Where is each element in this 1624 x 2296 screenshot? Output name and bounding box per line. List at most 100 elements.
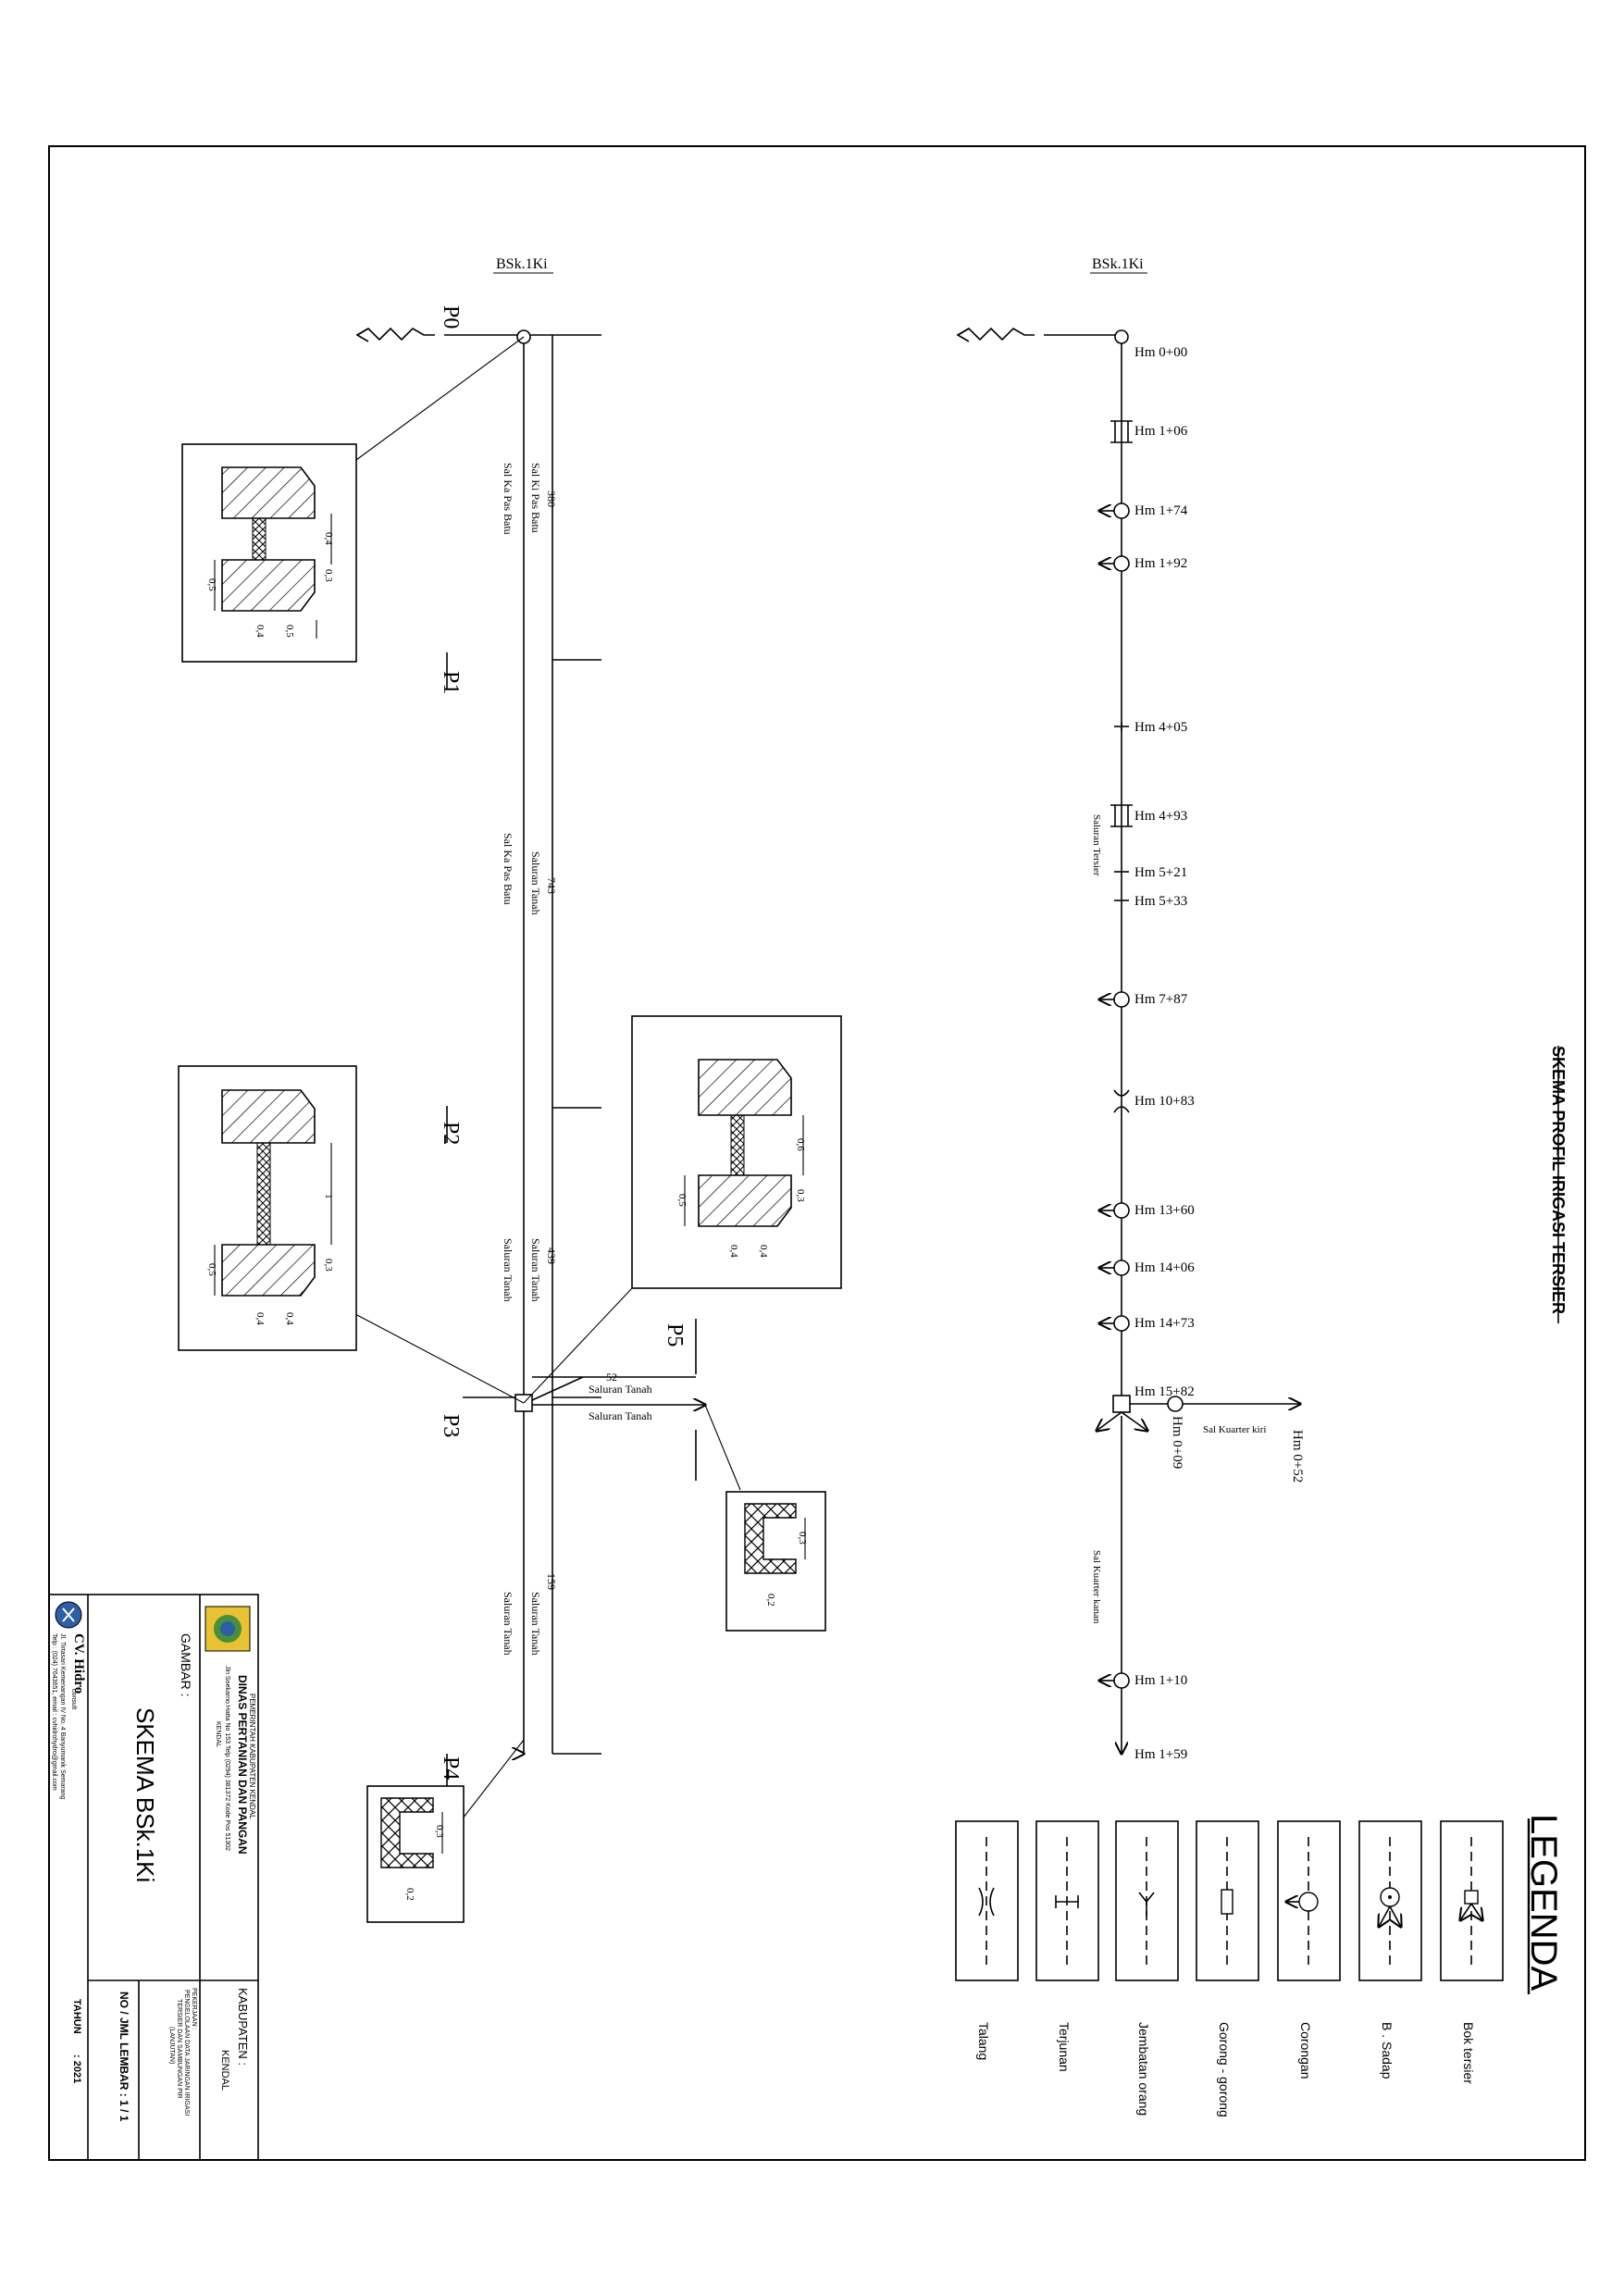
channel-label-tersier: Saluran Tersier xyxy=(1091,814,1102,876)
section-2-dim-e: 0,4 xyxy=(254,1312,266,1325)
branch-label-top: Saluran Tanah xyxy=(589,1383,652,1396)
right-scheme-top-label: BSk.1Ki xyxy=(1092,256,1144,272)
branch-label-bottom: Saluran Tanah xyxy=(589,1409,652,1422)
branch-station-hm-0-52: Hm 0+52 xyxy=(1290,1430,1305,1483)
gov-line-4: KENDAL xyxy=(215,1721,221,1747)
station-hm-1-10: Hm 1+10 xyxy=(1134,1673,1187,1688)
company-address-2: Telp : (024) 7643651, email : cvhidrohyd… xyxy=(51,1633,57,1791)
cross-section-2: 1 0,3 0,5 0,4 0,4 xyxy=(178,1065,357,1351)
station-hm-13-60: Hm 13+60 xyxy=(1134,1203,1195,1218)
section-1-dim-b: 0,3 xyxy=(323,569,334,582)
station-hm-4-93: Hm 4+93 xyxy=(1134,809,1187,824)
station-hm-15-82: Hm 15+82 xyxy=(1134,1384,1195,1399)
cross-section-3: 0,6 0,3 0,5 0,4 0,4 xyxy=(631,1015,842,1289)
tahun-label: TAHUN xyxy=(71,1999,82,2034)
legend-item-jembatan-orang: Jembatan orang xyxy=(1136,2022,1151,2116)
channel-label-kuarter-kiri: Sal Kuarter kiri xyxy=(1203,1424,1266,1435)
point-label-p2: P2 xyxy=(439,1122,463,1145)
right-scheme: BSk.1Ki xyxy=(956,256,1305,1762)
sheet-border xyxy=(48,145,1586,2161)
cross-section-4: 0,3 0,2 xyxy=(725,1491,826,1632)
segment-1-name-left: Sal Ka Pas Batu xyxy=(502,463,514,535)
left-scheme: BSk.1Ki P0 P1 P2 P3 P4 P5 380 Sal Ki P xyxy=(178,256,842,1923)
station-hm-14-06: Hm 14+06 xyxy=(1134,1260,1195,1275)
cross-section-5: 0,3 0,2 xyxy=(366,1785,465,1923)
station-hm-1-74: Hm 1+74 xyxy=(1134,503,1188,518)
company-name: CV. Hidro xyxy=(71,1633,86,1694)
section-3-dim-a: 0,6 xyxy=(795,1138,806,1151)
section-2-dim-d: 0,4 xyxy=(284,1312,295,1325)
company-sub: consult xyxy=(70,1689,77,1709)
legend-title: LEGENDA xyxy=(1523,1814,1564,1991)
branch-length: 52 xyxy=(606,1371,617,1384)
station-hm-14-73: Hm 14+73 xyxy=(1134,1316,1195,1331)
segment-1-name-right: Sal Ki Pas Batu xyxy=(529,463,542,533)
kabupaten-logo xyxy=(205,1606,251,1652)
legend-item-gorong-gorong: Gorong - gorong xyxy=(1217,2022,1232,2117)
section-5-dim-b: 0,2 xyxy=(404,1888,415,1901)
lembar-label: NO / JML LEMBAR : 1 / 1 xyxy=(118,1992,130,2122)
channel-label-kuarter-kanan: Sal Kuarter kanan xyxy=(1091,1550,1102,1624)
segment-1-length: 380 xyxy=(545,490,558,507)
station-hm-7-87: Hm 7+87 xyxy=(1134,992,1188,1007)
legend-item-terjunan: Terjunan xyxy=(1057,2022,1072,2072)
station-hm-5-33: Hm 5+33 xyxy=(1134,894,1187,909)
section-3-dim-b: 0,3 xyxy=(795,1189,806,1202)
section-1-dim-e: 0,5 xyxy=(206,578,217,591)
segment-2-name-right: Saluran Tanah xyxy=(529,851,542,915)
gambar-label: GAMBAR : xyxy=(179,1633,193,1696)
pekerjaan-label: PEKERJAAN : xyxy=(191,1988,197,2030)
gambar-value: SKEMA BSk.1Ki xyxy=(131,1707,159,1882)
legend-item-bok-tersier: Bok tersier xyxy=(1461,2022,1476,2084)
station-hm-1-59: Hm 1+59 xyxy=(1134,1747,1187,1762)
point-label-p5: P5 xyxy=(663,1323,687,1347)
station-hm-1-92: Hm 1+92 xyxy=(1134,556,1187,571)
section-4-dim-a: 0,3 xyxy=(797,1532,808,1545)
section-1-dim-d: 0,4 xyxy=(254,625,266,638)
segment-4-name-left: Saluran Tanah xyxy=(502,1592,514,1656)
cross-section-1: 0,4 0,3 0,5 0,4 0,5 xyxy=(181,443,357,663)
point-label-p0: P0 xyxy=(439,305,463,329)
company-logo xyxy=(55,1601,82,1629)
station-hm-1-06: Hm 1+06 xyxy=(1134,424,1188,439)
segment-3-name-right: Saluran Tanah xyxy=(529,1238,542,1302)
segment-2-length: 743 xyxy=(545,877,558,894)
title-block: PEMERINTAH KABUPATEN KENDAL DINAS PERTAN… xyxy=(48,1594,259,2161)
gov-line-3: Jln Soekarno Hatta No 153 Telp (0294) 38… xyxy=(224,1666,230,1851)
pekerjaan-value-2: TERSIER DAN SAMBUNGAN PIR xyxy=(176,1999,182,2099)
segment-4-length: 159 xyxy=(545,1573,558,1590)
kabupaten-value: KENDAL xyxy=(219,2050,230,2091)
kabupaten-label: KABUPATEN : xyxy=(236,1988,250,2066)
section-3-dim-d: 0,4 xyxy=(758,1245,769,1258)
section-4-dim-b: 0,2 xyxy=(765,1594,776,1607)
legend-item-talang: Talang xyxy=(976,2022,991,2060)
point-label-p4: P4 xyxy=(439,1756,463,1780)
section-1-dim-a: 0,4 xyxy=(323,532,334,545)
legend-item-b-sadap: B . Sadap xyxy=(1380,2022,1395,2079)
left-scheme-top-label: BSk.1Ki xyxy=(496,256,548,272)
legend: LEGENDA Bok tersier B . Sadap xyxy=(955,1814,1564,2117)
pekerjaan-value-3: (LANJUTAN) xyxy=(168,2027,175,2064)
section-3-dim-c: 0,5 xyxy=(676,1194,688,1207)
station-hm-5-21: Hm 5+21 xyxy=(1134,865,1187,880)
gov-line-2: DINAS PERTANIAN DAN PANGAN xyxy=(236,1675,249,1855)
pekerjaan-value-1: PENGELOLAAN DATA JARINGAN IRIGASI xyxy=(183,1990,190,2116)
intake-zigzag xyxy=(356,327,435,341)
section-3-dim-e: 0,4 xyxy=(728,1245,739,1258)
section-5-dim-a: 0,3 xyxy=(434,1825,445,1838)
point-label-p3: P3 xyxy=(439,1414,463,1437)
station-hm-4-05: Hm 4+05 xyxy=(1134,720,1187,735)
branch-station-hm-0-09: Hm 0+09 xyxy=(1170,1416,1184,1469)
section-2-dim-b: 0,3 xyxy=(323,1259,334,1272)
section-1-dim-c: 0,5 xyxy=(284,625,295,638)
company-address-1: Jl. Tirtasari Kemenangan IV No. 4 Banyum… xyxy=(59,1633,66,1799)
section-2-dim-c: 0,5 xyxy=(206,1263,217,1276)
section-2-dim-a: 1 xyxy=(323,1194,334,1199)
point-label-p1: P1 xyxy=(439,671,463,694)
segment-3-name-left: Saluran Tanah xyxy=(502,1238,514,1302)
gov-line-1: PEMERINTAH KABUPATEN KENDAL xyxy=(248,1694,256,1819)
legend-item-corongan: Corongan xyxy=(1298,2022,1313,2079)
station-hm-0-00: Hm 0+00 xyxy=(1134,345,1187,360)
segment-2-name-left: Sal Ka Pas Batu xyxy=(502,833,514,905)
